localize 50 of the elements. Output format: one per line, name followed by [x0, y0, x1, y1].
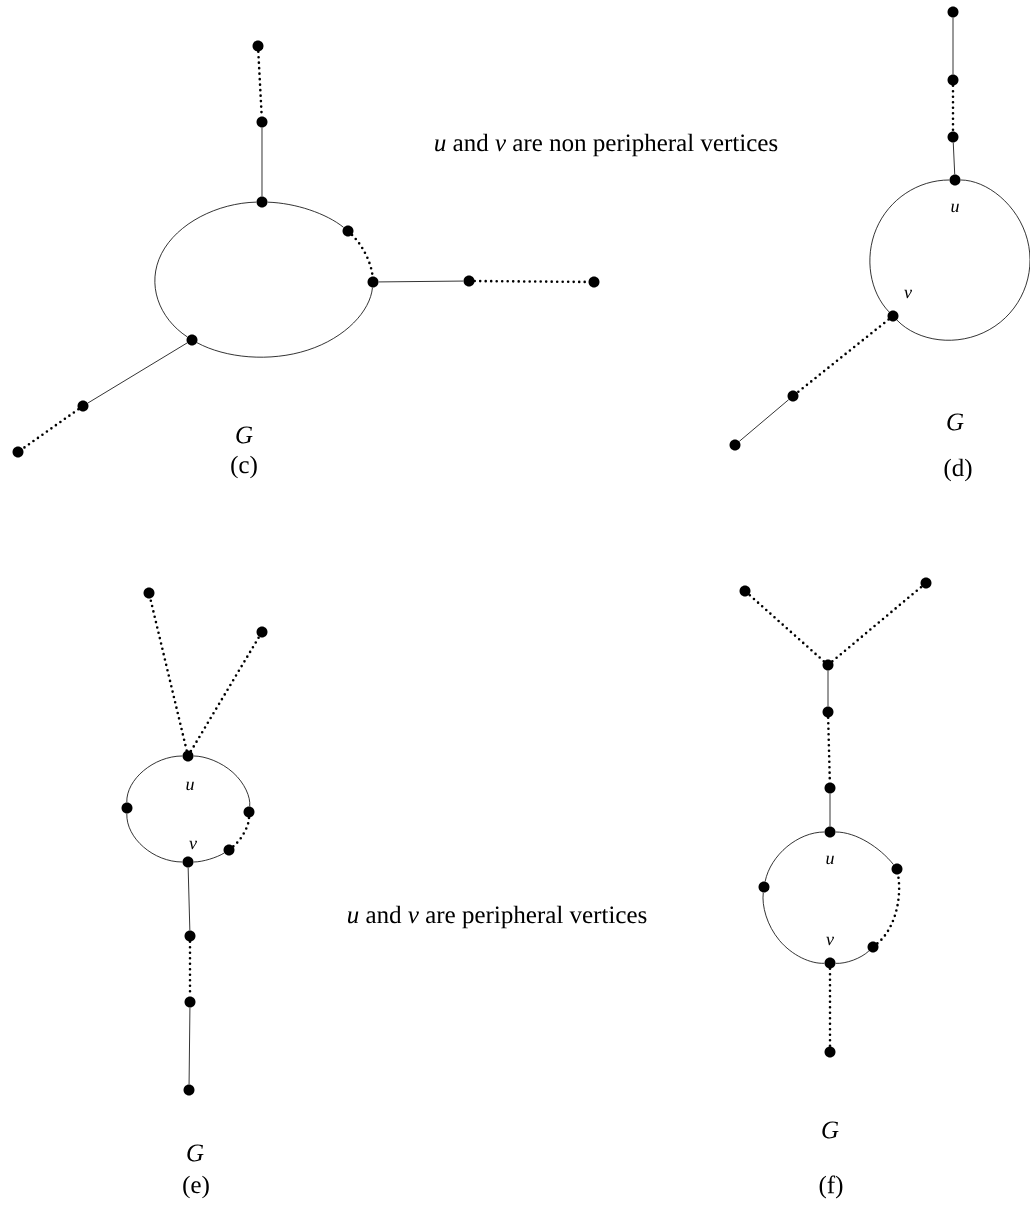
dotted-path [21, 408, 80, 450]
dotted-path [951, 84, 955, 133]
dotted-path [232, 816, 251, 848]
graph-edge [896, 179, 1030, 341]
note-text: u and v are non peripheral vertices [435, 133, 778, 157]
vertex-label: v [904, 289, 912, 299]
dotted-path [747, 593, 826, 663]
graph-edge [188, 1007, 191, 1085]
graph-edge [193, 755, 251, 807]
vertex-label: v [189, 840, 197, 850]
graph-edge [869, 179, 950, 313]
vertex-label: u [826, 855, 834, 865]
graph-edge [952, 17, 954, 75]
graph-edge [87, 342, 188, 404]
graph-edge [378, 280, 464, 283]
dotted-path [350, 233, 374, 278]
graph-edge [267, 201, 344, 228]
note-text: u and v are peripheral vertices [348, 905, 647, 929]
graph-name: G [187, 1144, 204, 1162]
dotted-path [831, 585, 923, 663]
graph-edge [187, 867, 191, 931]
vertex-label: u [951, 203, 959, 213]
panel-label: (f) [819, 1175, 843, 1199]
graph-edge [126, 755, 183, 803]
panel-label: (c) [231, 455, 257, 479]
graph-name: G [822, 1121, 839, 1139]
vertex-label: u [186, 781, 194, 791]
graph-edge [193, 852, 225, 863]
graph-name: G [236, 426, 253, 444]
graph-edge [835, 831, 894, 865]
graph-name: G [947, 413, 964, 431]
graph-edge [827, 670, 829, 707]
panel-label: (d) [944, 458, 972, 482]
dotted-path [149, 597, 188, 752]
graph-edge [196, 287, 373, 358]
graph-edge [764, 831, 825, 882]
vertex-label: v [826, 936, 834, 946]
graph-edge [126, 813, 183, 863]
dotted-path [828, 967, 832, 1048]
graph-edge [738, 399, 790, 442]
graph-edge [762, 892, 825, 964]
dotted-path [189, 635, 261, 753]
graph-edge [261, 127, 263, 197]
dotted-path [796, 318, 890, 394]
graph-edge [154, 201, 257, 338]
panel-label: (e) [183, 1175, 209, 1199]
graph-edge [952, 142, 956, 175]
dotted-path [876, 873, 901, 945]
graph-edge [835, 950, 870, 964]
graph-edge [829, 793, 831, 827]
